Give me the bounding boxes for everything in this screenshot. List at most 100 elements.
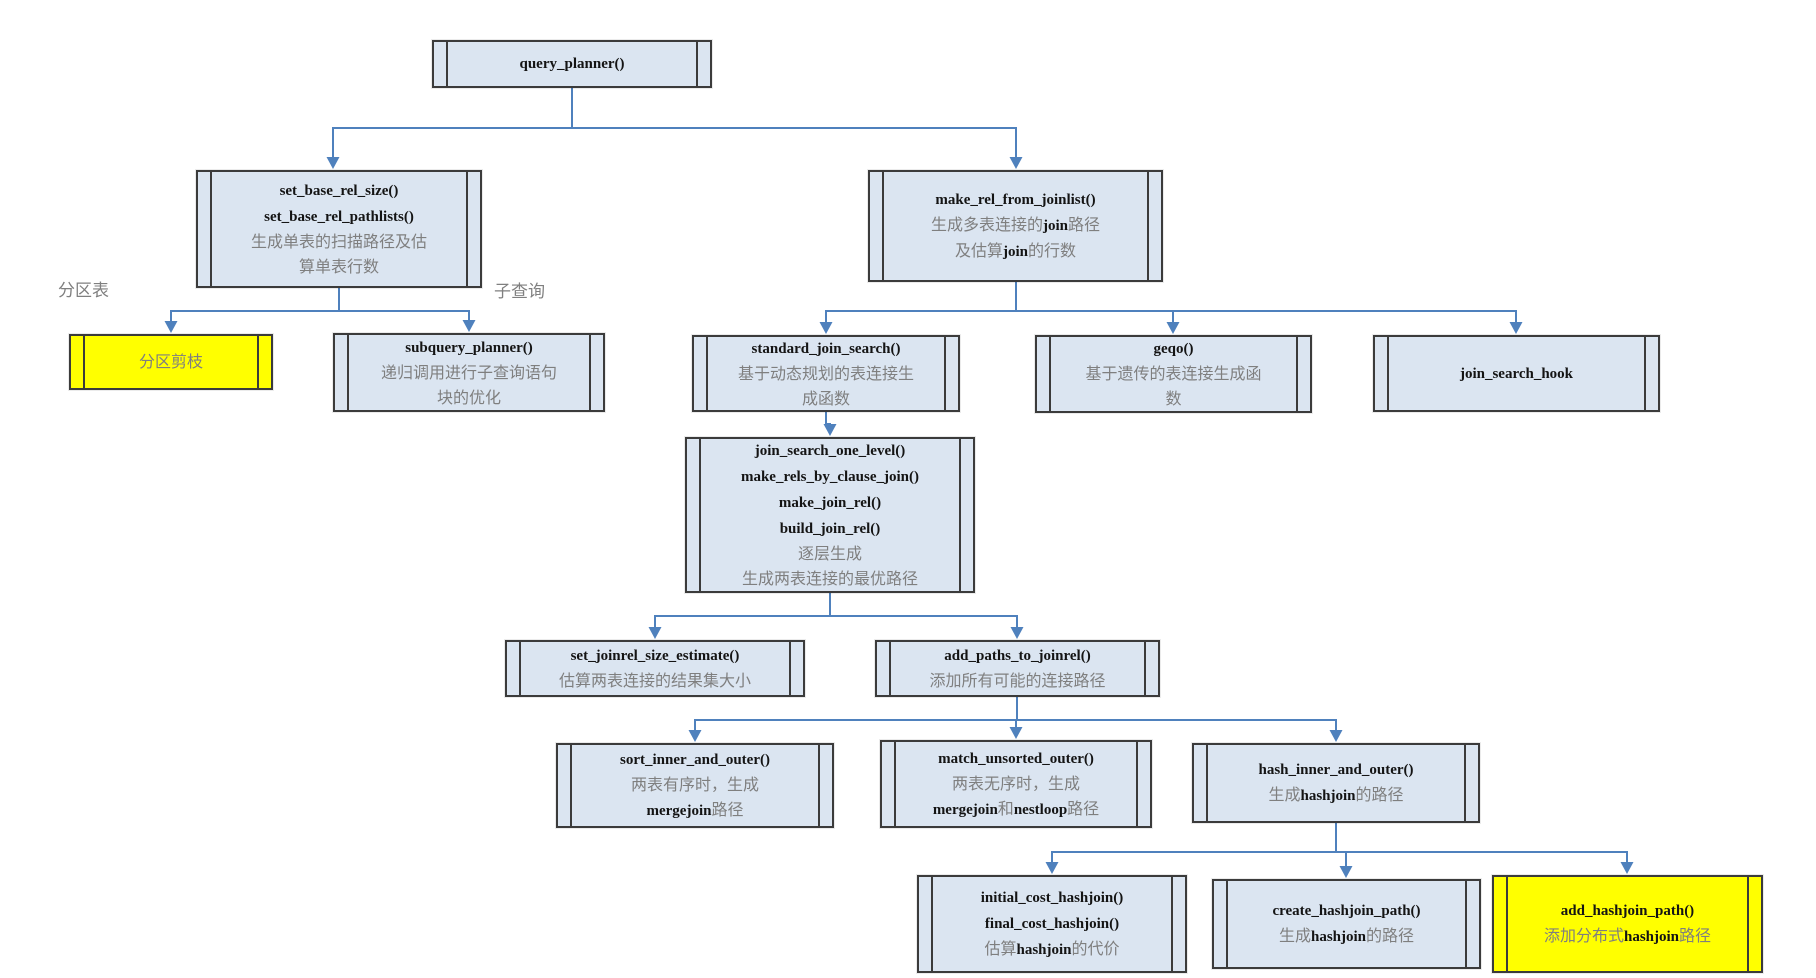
description-text: 生成两表连接的最优路径 (741, 571, 918, 588)
node-text-line: 添加所有可能的连接路径 (929, 669, 1105, 694)
node-side-bar (696, 42, 698, 86)
function-name-text: make_join_rel() (778, 495, 882, 511)
arrowhead-icon (1509, 322, 1523, 334)
node-text-line: add_hashjoin_path() (1561, 898, 1694, 924)
node-text-line: 算单表行数 (299, 255, 379, 280)
function-name-text: join (1042, 218, 1068, 234)
function-name-text: match_unsorted_outer() (938, 750, 1094, 767)
node-set-base-rel: set_base_rel_size()set_base_rel_pathlist… (196, 170, 482, 288)
function-name-text: query_planner() (519, 56, 625, 72)
function-name-text: set_joinrel_size_estimate() (570, 648, 740, 664)
description-text: 块的优化 (436, 389, 501, 407)
node-text-line: mergejoin路径 (647, 798, 744, 824)
node-side-bar (1506, 877, 1508, 971)
node-text-line: 生成两表连接的最优路径 (742, 567, 918, 592)
function-name-text: hashjoin (1300, 788, 1356, 804)
description-text: 估算两表连接的结果集大小 (558, 673, 751, 690)
node-initial-cost-hashjoin: initial_cost_hashjoin()final_cost_hashjo… (917, 875, 1187, 973)
function-name-text: hashjoin (1016, 942, 1072, 958)
description-text: 基于遗传的表连接生成函 (1085, 366, 1262, 383)
arrowhead-icon (688, 730, 702, 742)
node-side-bar (882, 172, 884, 280)
node-side-bar (959, 439, 961, 591)
function-name-text: mergejoin (646, 803, 712, 819)
node-side-bar (466, 172, 468, 286)
description-text: 的路径 (1366, 928, 1415, 945)
node-side-bar (1049, 337, 1051, 411)
arrowhead-icon (1009, 157, 1023, 169)
description-text: 及估算 (954, 243, 1003, 260)
node-text-line: final_cost_hashjoin() (985, 911, 1119, 937)
node-text-line: 及估算join的行数 (955, 239, 1076, 265)
function-name-text: create_hashjoin_path() (1272, 903, 1421, 919)
node-text-line: geqo() (1154, 336, 1194, 362)
node-text-line: standard_join_search() (752, 336, 901, 362)
node-text-line: 逐层生成 (798, 542, 862, 567)
node-text-line: build_join_rel() (780, 516, 881, 542)
node-side-bar (944, 337, 946, 410)
node-subquery-planner: subquery_planner() 递归调用进行子查询语句块的优化 (333, 333, 605, 412)
node-text-line: 数 (1165, 387, 1181, 412)
description-text: 生成单表的扫描路径及估 (250, 234, 427, 251)
node-text-line: 两表无序时，生成 (952, 772, 1080, 797)
function-name-text: join_search_one_level() (754, 443, 906, 459)
node-text-line: make_join_rel() (779, 490, 881, 516)
function-name-text: subquery_planner() (405, 339, 533, 356)
node-text-line: 成函数 (802, 387, 850, 412)
node-make-rel-from-joinlist: make_rel_from_joinlist()生成多表连接的join路径及估算… (868, 170, 1163, 282)
node-text-line: 生成单表的扫描路径及估 (251, 230, 427, 255)
description-text: 路径 (1067, 800, 1100, 818)
function-name-text: hashjoin (1310, 929, 1367, 945)
node-text-line: subquery_planner() (405, 335, 533, 361)
description-text: 两表有序时，生成 (630, 777, 759, 794)
node-text-line: match_unsorted_outer() (938, 746, 1094, 772)
node-side-bar (889, 642, 891, 695)
node-add-hashjoin-path: add_hashjoin_path()添加分布式hashjoin路径 (1492, 875, 1763, 973)
arrowhead-icon (326, 157, 340, 169)
node-text-line: add_paths_to_joinrel() (944, 643, 1090, 669)
node-text-line: 递归调用进行子查询语句 (381, 361, 557, 386)
node-text-line: make_rels_by_clause_join() (741, 464, 919, 490)
arrowhead-icon (823, 424, 837, 436)
description-text: 递归调用进行子查询语句 (380, 364, 557, 382)
node-text-line: 生成hashjoin的路径 (1268, 783, 1403, 809)
node-text-line: set_base_rel_size() (280, 178, 399, 204)
node-text-line: mergejoin和nestloop路径 (933, 797, 1099, 823)
node-side-bar (706, 337, 708, 410)
branch-label: 子查询 (494, 282, 545, 301)
node-side-bar (1465, 881, 1467, 967)
arrowhead-icon (1009, 727, 1023, 739)
arrowhead-icon (1339, 866, 1353, 878)
arrowhead-icon (819, 322, 833, 334)
node-text-line: query_planner() (520, 51, 625, 77)
description-text: 添加分布式 (1543, 928, 1624, 945)
description-text: 分区剪枝 (138, 353, 203, 371)
description-text: 生成 (1278, 928, 1311, 945)
description-text: 路径 (1068, 217, 1101, 234)
node-text-line: 添加分布式hashjoin路径 (1544, 924, 1711, 950)
node-text-line: 块的优化 (437, 386, 501, 411)
node-side-bar (570, 745, 572, 826)
description-text: 成函数 (801, 390, 850, 408)
node-text-line: initial_cost_hashjoin() (981, 885, 1124, 911)
node-text-line: set_base_rel_pathlists() (264, 204, 414, 230)
node-add-paths-to-joinrel: add_paths_to_joinrel()添加所有可能的连接路径 (875, 640, 1160, 697)
branch-label: 分区表 (58, 281, 109, 300)
function-name-text: make_rels_by_clause_join() (740, 469, 920, 485)
node-hash-inner-and-outer: hash_inner_and_outer() 生成hashjoin的路径 (1192, 743, 1480, 823)
arrowhead-icon (164, 321, 178, 333)
node-side-bar (699, 439, 701, 591)
node-side-bar (1296, 337, 1298, 411)
arrowhead-icon (1010, 627, 1024, 639)
node-text-line: hash_inner_and_outer() (1258, 757, 1413, 783)
function-name-text: nestloop (1013, 801, 1068, 818)
function-name-text: make_rel_from_joinlist() (935, 192, 1096, 208)
node-side-bar (347, 335, 349, 410)
arrowhead-icon (1045, 862, 1059, 874)
node-side-bar (789, 642, 791, 695)
function-name-text: hash_inner_and_outer() (1258, 762, 1414, 778)
description-text: 生成 (1268, 787, 1301, 804)
